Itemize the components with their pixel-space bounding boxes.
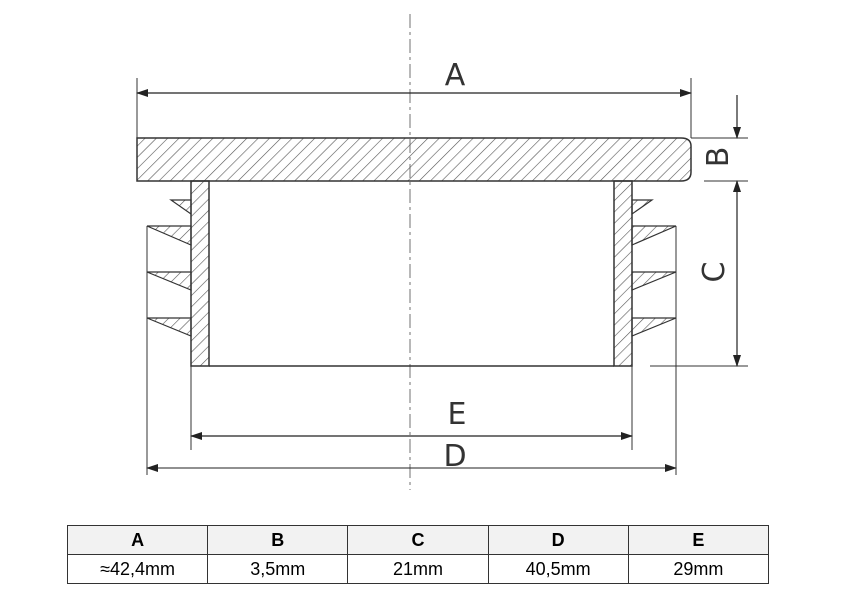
table-header-e: E xyxy=(627,525,770,555)
cap-head xyxy=(136,137,692,182)
table-cell-c: 21mm xyxy=(347,554,489,584)
table-cell-b: 3,5mm xyxy=(207,554,349,584)
table-header-c: C xyxy=(347,525,489,555)
left-wall xyxy=(190,180,210,367)
table-cell-e: 29mm xyxy=(627,554,770,584)
left-ribs xyxy=(146,199,192,337)
table-cell-a: ≈42,4mm xyxy=(66,554,209,584)
dimensions-table: A B C D E ≈42,4mm 3,5mm 21mm 40,5mm 29mm xyxy=(66,525,770,584)
dimension-e-label: E xyxy=(448,397,467,432)
table-header-row: A B C D E xyxy=(66,525,770,555)
dimension-c-label: C xyxy=(697,262,732,283)
dimension-a-label: A xyxy=(445,58,466,93)
dimension-d-label: D xyxy=(443,439,466,474)
right-wall xyxy=(613,180,633,367)
end-cap-technical-drawing: A B C E D xyxy=(136,14,748,490)
table-row: ≈42,4mm 3,5mm 21mm 40,5mm 29mm xyxy=(66,554,770,584)
table-header-b: B xyxy=(207,525,349,555)
table-header-d: D xyxy=(487,525,629,555)
table-cell-d: 40,5mm xyxy=(487,554,629,584)
right-ribs xyxy=(631,199,677,337)
dimension-b-label: B xyxy=(701,147,736,168)
table-header-a: A xyxy=(66,525,209,555)
